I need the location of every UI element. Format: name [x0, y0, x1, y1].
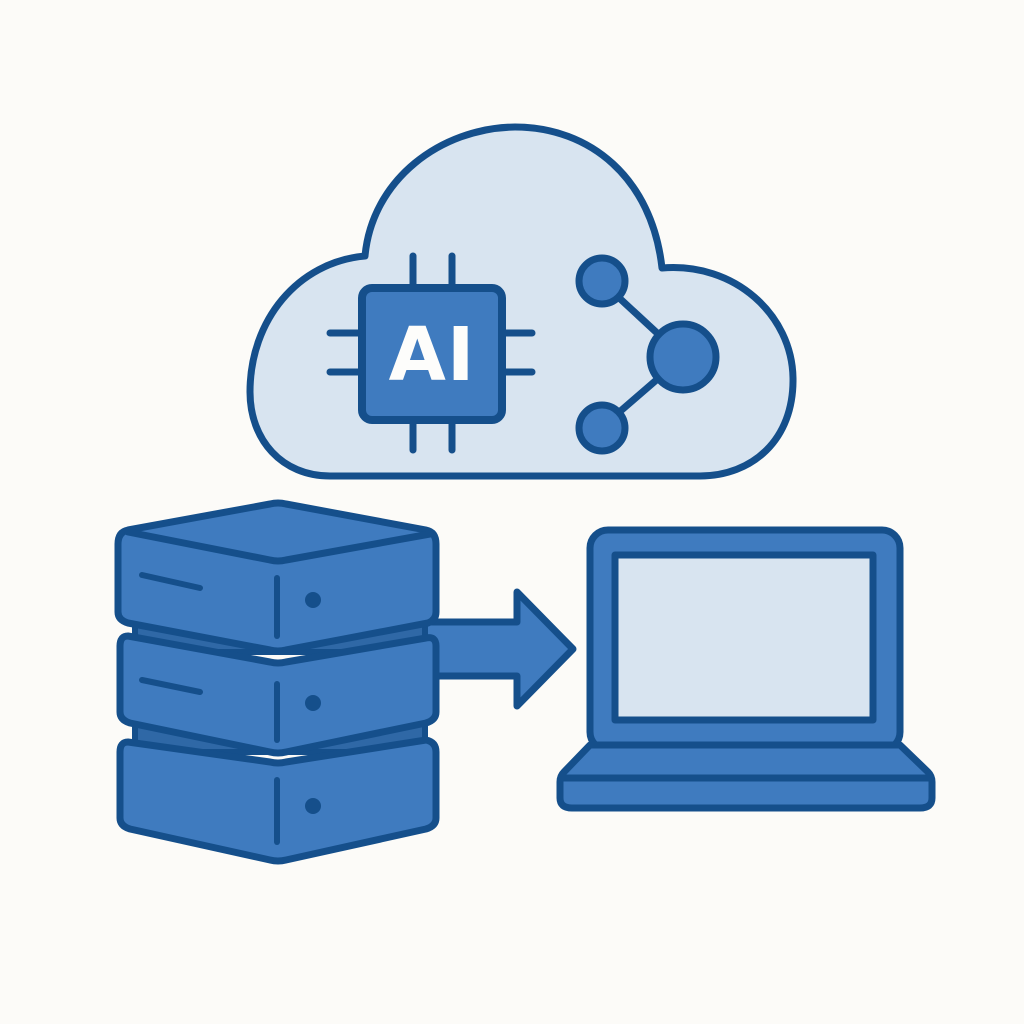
server-unit-1: [114, 499, 440, 655]
cloud-icon: [246, 123, 797, 480]
arrow-right-icon: [416, 588, 577, 710]
server-stack-icon: [114, 499, 440, 865]
server-unit-3: [116, 736, 440, 865]
ai-chip-icon: [326, 252, 536, 454]
ai-chip-label: AI: [388, 312, 476, 398]
server-unit-2: [116, 632, 440, 757]
laptop-icon: [556, 526, 936, 812]
share-network-icon: [575, 254, 720, 455]
